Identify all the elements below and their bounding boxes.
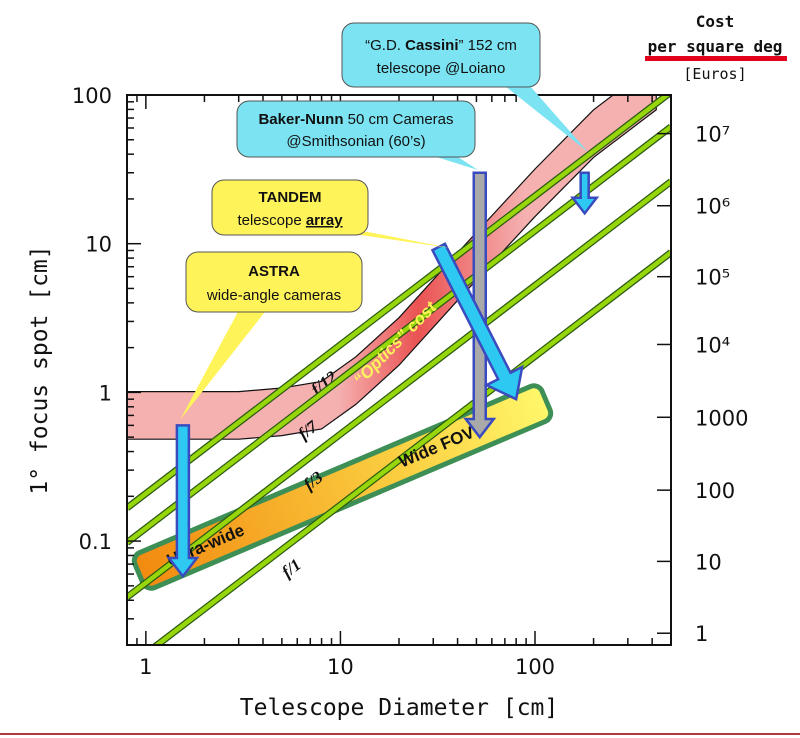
- cost-title-underline: [645, 56, 787, 61]
- axis-ticks-layer: 1 10 100 0.1 1 10 100 10⁷ 10⁶ 10⁵ 10⁴ 1000 100 10 1: [72, 84, 749, 679]
- cost-tick-label: 10⁴: [695, 333, 730, 357]
- callout-astra: ASTRA wide-angle cameras: [180, 251, 363, 420]
- callout-astra-line2: wide-angle cameras: [206, 287, 341, 304]
- cassini-arrow: [570, 171, 600, 216]
- cost-tick-label: 1: [695, 622, 708, 646]
- callout-cassini-tail: [505, 86, 588, 152]
- cost-tick-label: 10: [695, 550, 722, 574]
- optics-cost-label: “Optics” cost: [350, 297, 441, 390]
- callout-baker-nunn-tail: [430, 155, 478, 170]
- y-tick-label: 1: [99, 381, 112, 405]
- callout-tandem-line1: TANDEM: [258, 189, 321, 206]
- callout-baker-nunn: Baker-Nunn 50 cm Cameras @Smithsonian (6…: [236, 100, 478, 170]
- wide-fov-band: [131, 383, 554, 591]
- x-axis-label: Telescope Diameter [cm]: [240, 695, 559, 721]
- cost-title-line2: per square deg: [648, 37, 783, 56]
- x-tick-label: 100: [515, 655, 555, 679]
- cost-tick-label: 10⁷: [695, 123, 730, 147]
- callout-astra-box: [185, 251, 363, 313]
- x-tick-label: 1: [139, 655, 152, 679]
- callout-baker-nunn-line1: Baker-Nunn 50 cm Cameras: [258, 111, 453, 128]
- callout-astra-tail: [180, 308, 268, 420]
- f-line-label: f/1: [278, 555, 305, 582]
- wide-fov-band-layer: [131, 383, 554, 591]
- callout-baker-nunn-box: [236, 100, 476, 158]
- callout-tandem-box: [211, 179, 369, 236]
- callout-tandem: TANDEM telescope array: [211, 179, 450, 248]
- y-tick-label: 0.1: [79, 530, 112, 554]
- f-line-f3: [127, 179, 671, 600]
- callout-cassini-box: [341, 22, 541, 88]
- cost-tick-label: 10⁵: [695, 266, 730, 290]
- callout-cassini: “G.D. Cassini” 152 cm telescope @Loiano: [341, 22, 588, 152]
- cost-title: Cost: [696, 12, 735, 31]
- y-tick-label: 10: [85, 233, 112, 257]
- cost-unit: [Euros]: [683, 65, 746, 83]
- f-line-f1: [153, 250, 671, 645]
- optics-cost-band-layer: [127, 95, 657, 440]
- cost-tick-label: 10⁶: [695, 195, 730, 219]
- y-axis-label: 1° focus spot [cm]: [27, 245, 53, 494]
- f-line-f12: [127, 95, 671, 510]
- x-tick-label: 10: [327, 655, 354, 679]
- cost-tick-label: 1000: [695, 406, 748, 430]
- y-tick-label: 100: [72, 84, 112, 108]
- callout-astra-line1: ASTRA: [248, 263, 300, 280]
- cost-tick-label: 100: [695, 479, 735, 503]
- callout-cassini-line1: “G.D. Cassini” 152 cm: [365, 37, 517, 54]
- callout-tandem-line2: telescope array: [237, 212, 343, 229]
- arrows-layer: [166, 171, 600, 579]
- baker-nunn-arrow: [463, 171, 497, 440]
- tandem-arrow: [430, 242, 524, 402]
- astra-arrow: [166, 424, 200, 579]
- callout-cassini-line2: telescope @Loiano: [377, 60, 506, 77]
- footer-rule: [0, 733, 800, 735]
- callout-tandem-tail: [340, 232, 450, 248]
- callout-baker-nunn-line2: @Smithsonian (60’s): [286, 133, 425, 150]
- optics-cost-band: [127, 95, 657, 440]
